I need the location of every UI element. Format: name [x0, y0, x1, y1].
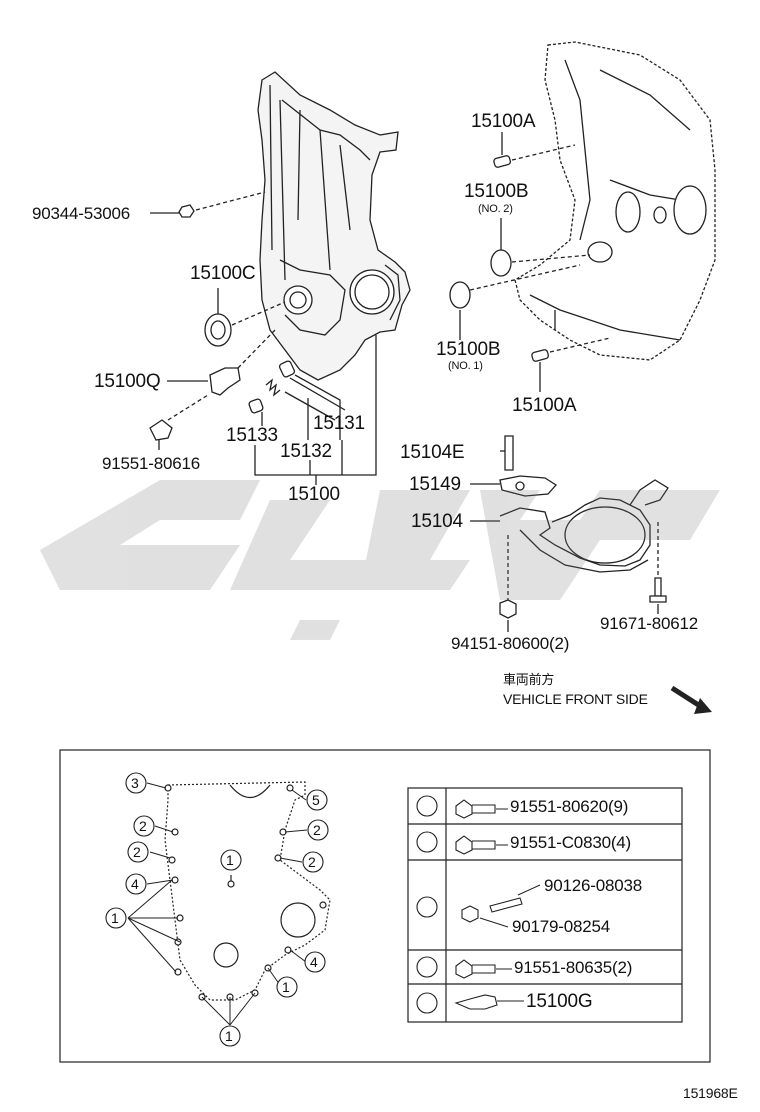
legend-num: 3	[424, 899, 432, 915]
legend-row-4: 4 91551-80635(2)	[408, 950, 682, 984]
callout-2: 2	[313, 822, 321, 838]
callout-1: 1	[111, 910, 119, 926]
bolt-91671	[654, 577, 662, 597]
engine-block-outline	[514, 41, 716, 361]
legend-row-3: 3 90126-08038 90179-08254	[408, 860, 682, 950]
legend-code: 91551-C0830(4)	[510, 833, 632, 852]
washer-15133	[248, 398, 264, 414]
callout-1: 1	[225, 1028, 233, 1044]
direction-japanese: 車両前方	[503, 673, 555, 688]
oil-strainer-15104	[499, 497, 651, 567]
dowel-15100a-bottom	[531, 349, 549, 362]
callout-4: 4	[131, 876, 139, 892]
legend-table	[407, 787, 683, 1023]
legend-stud-3	[489, 897, 523, 913]
stud-15104e	[504, 435, 514, 471]
label-15104e: 15104E	[400, 442, 465, 463]
label-15149: 15149	[409, 474, 461, 495]
label-15133: 15133	[226, 425, 278, 446]
legend-nut-3	[461, 905, 479, 923]
plunger-15131	[278, 360, 296, 378]
label-15104: 15104	[411, 511, 463, 532]
direction-english: VEHICLE FRONT SIDE	[503, 691, 648, 707]
legend-code: 91551-80635(2)	[514, 958, 633, 977]
label-15100b-top: 15100B	[464, 181, 529, 202]
label-91551-80616: 91551-80616	[102, 454, 201, 473]
legend-num: 5	[424, 995, 432, 1011]
legend-bolt-2	[455, 835, 496, 855]
gasket-15149	[499, 475, 557, 497]
callout-1: 1	[226, 852, 234, 868]
legend-bolt-1	[455, 799, 496, 819]
legend-row-1: 1 91551-80620(9)	[408, 788, 682, 824]
label-15100a-top: 15100A	[471, 111, 536, 132]
callout-4: 4	[310, 954, 318, 970]
oil-seal-15100c	[204, 313, 232, 347]
oring-15100b-no2	[490, 249, 512, 277]
legend-bolt-5	[454, 994, 498, 1010]
callout-2: 2	[133, 844, 141, 860]
legend-num: 2	[424, 834, 432, 850]
label-15100b-bottom: 15100B	[436, 339, 501, 360]
label-15100a-bottom: 15100A	[512, 395, 577, 416]
oring-15100b-no1	[449, 281, 471, 309]
label-15100q: 15100Q	[94, 371, 161, 392]
nut-90344	[178, 204, 195, 218]
legend-bolt-4	[455, 959, 496, 979]
watermark-logo	[40, 480, 720, 640]
front-direction-arrow	[670, 685, 702, 709]
legend-code: 90126-08038	[544, 876, 643, 895]
callout-2: 2	[139, 818, 147, 834]
legend-num: 1	[424, 798, 432, 814]
legend-code: 15100G	[526, 991, 593, 1012]
footer-illustration-code: 151968E	[683, 1085, 738, 1101]
legend-row-2: 2 91551-C0830(4)	[408, 824, 682, 860]
callout-3: 3	[131, 775, 139, 791]
label-15100: 15100	[288, 484, 340, 505]
bolt-location-panel	[59, 749, 711, 1063]
label-15132: 15132	[280, 441, 332, 462]
callout-1: 1	[282, 979, 290, 995]
callout-5: 5	[312, 792, 320, 808]
label-91671-80612: 91671-80612	[600, 614, 699, 633]
legend-row-5: 5 15100G	[408, 984, 682, 1022]
spring-15132	[265, 378, 281, 397]
legend-code: 91551-80620(9)	[510, 797, 629, 816]
label-15100c: 15100C	[190, 263, 256, 284]
label-15131: 15131	[313, 413, 365, 434]
callout-2: 2	[308, 854, 316, 870]
label-15100b-bottom-no: (NO. 1)	[448, 360, 483, 372]
legend-num: 4	[424, 959, 432, 975]
dowel-15100a-top	[493, 155, 511, 168]
nut-94151	[499, 599, 517, 619]
legend-code-2: 90179-08254	[512, 917, 611, 936]
valve-15100q	[209, 367, 241, 396]
label-90344-53006: 90344-53006	[32, 204, 131, 223]
label-94151-80600: 94151-80600(2)	[451, 634, 570, 653]
cover-bolt-map-outline	[164, 781, 331, 1001]
label-15100b-top-no: (NO. 2)	[478, 203, 513, 215]
bolt-91551-80616	[149, 419, 173, 441]
